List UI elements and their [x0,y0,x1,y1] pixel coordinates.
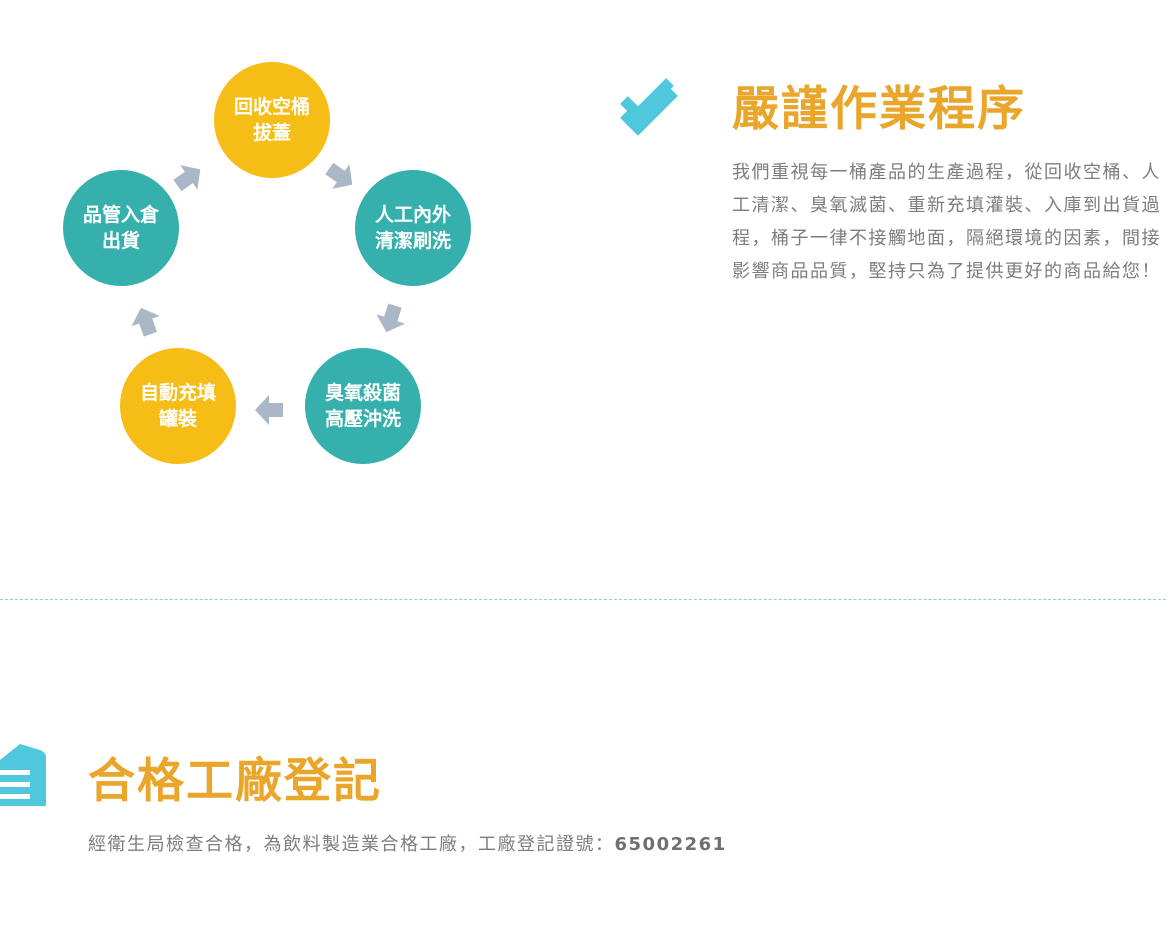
factory-icon [0,744,46,806]
section-title: 嚴謹作業程序 [732,82,1026,137]
step-label-line2: 罐裝 [158,408,197,430]
step-label-line2: 高壓沖洗 [324,408,401,430]
step-label-line1: 回收空桶 [233,96,310,118]
step-label-line1: 臭氧殺菌 [324,382,401,404]
registration-number: 65002261 [614,834,727,855]
step-circle-cleaning: 人工內外 清潔刷洗 [355,170,471,286]
arrow-icon [131,307,160,337]
section-description: 經衛生局檢查合格，為飲料製造業合格工廠，工廠登記證號：65002261 [88,830,727,860]
registration-text: 經衛生局檢查合格，為飲料製造業合格工廠，工廠登記證號： [88,834,615,855]
step-circle-warehouse: 品管入倉 出貨 [63,170,179,286]
step-label-line1: 人工內外 [374,204,451,226]
section-description: 我們重視每一桶產品的生產過程，從回收空桶、人工清潔、臭氧滅菌、重新充填灌裝、入庫… [732,162,1161,282]
process-cycle-diagram: 回收空桶 拔蓋 人工內外 清潔刷洗 臭氧殺菌 高壓沖洗 自動充填 罐裝 品管入倉… [0,0,560,520]
arrow-icon [325,162,353,189]
arrow-icon [173,165,201,192]
step-label-line2: 出貨 [101,230,140,252]
step-circle-sterilize: 臭氧殺菌 高壓沖洗 [305,348,421,464]
arrow-icon [255,395,283,425]
section-divider [0,599,1166,600]
step-label-line2: 清潔刷洗 [374,230,451,252]
step-label-line2: 拔蓋 [252,122,291,144]
arrow-icon [376,303,405,333]
step-circle-recycle: 回收空桶 拔蓋 [214,62,330,178]
step-label-line1: 品管入倉 [82,204,159,226]
double-check-icon [620,78,678,136]
step-circle-filling: 自動充填 罐裝 [120,348,236,464]
section-title: 合格工廠登記 [88,754,382,809]
step-label-line1: 自動充填 [139,382,216,404]
